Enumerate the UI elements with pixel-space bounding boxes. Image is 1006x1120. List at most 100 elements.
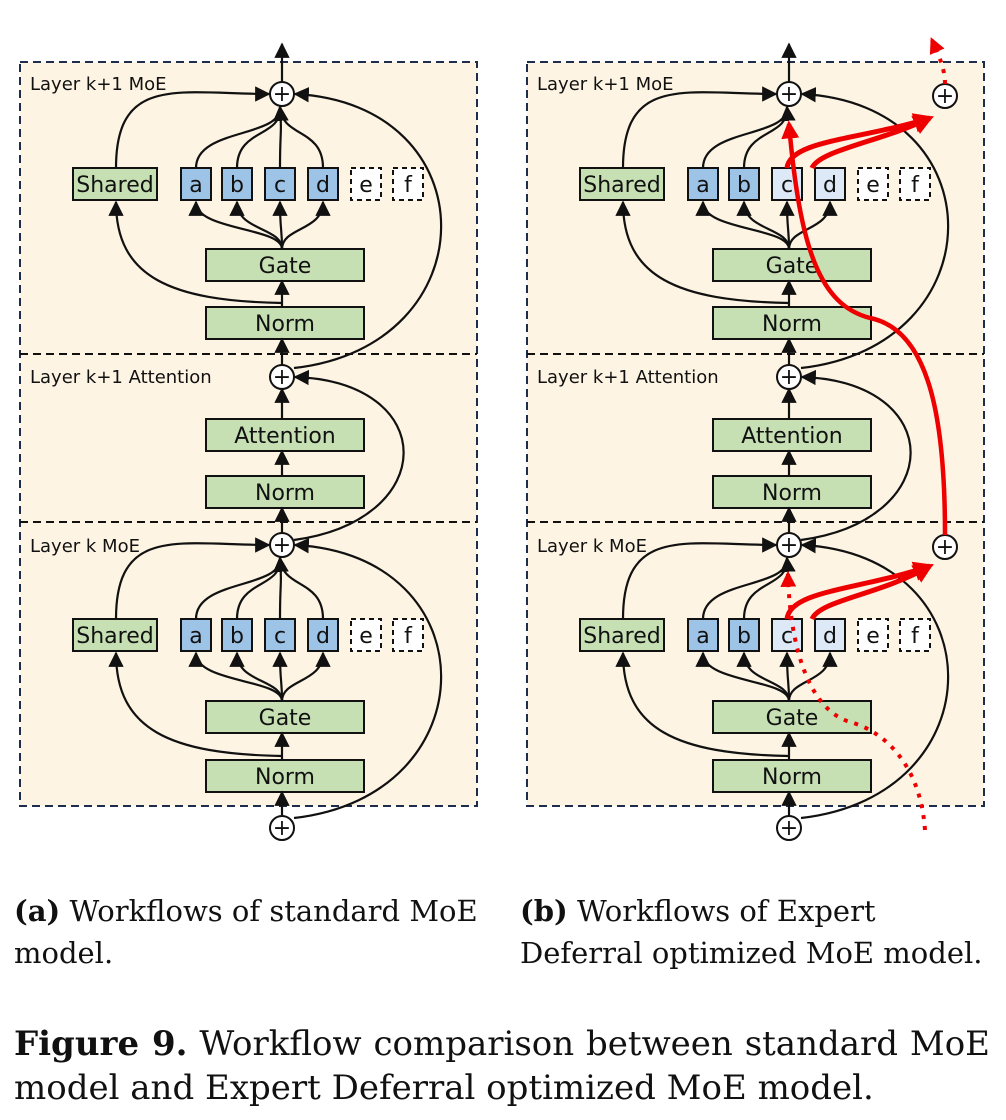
input-add-glyph: + xyxy=(273,816,291,841)
layer-title: Layer k+1 MoE xyxy=(537,74,674,95)
layer-k-moe-shared-box xyxy=(579,618,665,652)
layer-k-moe-gate-box xyxy=(205,700,365,734)
layer-k-moe-expert-d-label: d xyxy=(316,624,330,649)
layer-k-moe-expert-f-label: f xyxy=(911,624,920,649)
layer-k1-moe-norm-box xyxy=(712,306,872,340)
layer-k-moe-residual-add-glyph: + xyxy=(273,533,291,558)
layer-k-moe-expert-b-label: b xyxy=(230,624,244,649)
deferral-c-bottom xyxy=(784,561,934,620)
layer-k-moe-expert-e-label: e xyxy=(866,624,880,649)
layer-k-moe-expert-b-label: b xyxy=(737,624,751,649)
arrow-norm-shared xyxy=(615,200,790,305)
arrow-expert-add xyxy=(273,556,289,620)
panel-frame xyxy=(526,61,985,807)
layer-k1-moe-gate-label: Gate xyxy=(259,254,312,279)
deferral-carry-up xyxy=(781,120,948,536)
layer-k1-moe-expert-e-box xyxy=(857,167,889,201)
layer-k-moe-expert-a-label: a xyxy=(696,624,709,649)
subcaption-b: (b) Workflows of Expert Deferral optimiz… xyxy=(520,890,995,974)
layer-k1-moe-expert-c-label: c xyxy=(274,173,286,198)
layer-k1-moe-gate-label: Gate xyxy=(766,254,819,279)
attention-residual-add-glyph: + xyxy=(780,365,798,390)
layer-k1-moe-shared-label: Shared xyxy=(583,173,660,198)
layer-k-moe-expert-a-box xyxy=(180,618,212,652)
arrow-gate-expert xyxy=(695,651,791,702)
layer-k-moe-expert-f-box xyxy=(899,618,931,652)
layer-k1-moe-norm-box xyxy=(205,306,365,340)
layer-k1-moe-shared-label: Shared xyxy=(76,173,153,198)
layer-k1-moe-expert-d-label: d xyxy=(316,173,330,198)
arrow-gate-expert xyxy=(188,200,284,250)
layer-k-moe-expert-c-box xyxy=(771,618,803,652)
arrow-expert-add xyxy=(273,105,289,169)
layer-k-moe-gate-label: Gate xyxy=(259,706,312,731)
layer-k1-moe-norm-label: Norm xyxy=(762,312,822,337)
layer-k1-moe-expert-b-box xyxy=(221,167,253,201)
panel-frame xyxy=(19,61,478,807)
layer-k-moe-expert-c-label: c xyxy=(781,624,793,649)
layer-k-moe-shared-label: Shared xyxy=(583,624,660,649)
layer-k-moe-expert-d-box xyxy=(814,618,846,652)
layer-k-moe-norm-box xyxy=(205,759,365,793)
attention-norm-label: Norm xyxy=(255,481,315,506)
layer-k-moe-gate-box xyxy=(712,700,872,734)
layer-k-moe-expert-f-box xyxy=(392,618,424,652)
deferral-d-bottom xyxy=(809,563,934,621)
subcaption-a-text: Workflows of standard MoE model. xyxy=(14,894,478,970)
attention-label: Attention xyxy=(234,424,336,449)
layer-k1-moe-expert-d-label: d xyxy=(823,173,837,198)
layer-k-moe-gate-label: Gate xyxy=(766,706,819,731)
attention-residual-add-glyph: + xyxy=(273,365,291,390)
figure-caption-text: Workflow comparison between standard MoE… xyxy=(14,1024,990,1108)
arrow-gate-expert xyxy=(229,200,284,250)
arrow-norm-shared xyxy=(108,651,283,758)
layer-k1-moe-expert-d-box xyxy=(814,167,846,201)
arrow-norm-shared xyxy=(108,200,283,305)
arrow-gate-expert xyxy=(188,651,284,702)
attention-norm-box xyxy=(712,475,872,509)
subcaption-b-text: Workflows of Expert Deferral optimized M… xyxy=(520,894,983,970)
layer-k-moe-norm-label: Norm xyxy=(762,765,822,790)
layer-k1-moe-residual-add-glyph: + xyxy=(273,82,291,107)
layer-title: Layer k+1 Attention xyxy=(30,367,212,388)
layer-k-moe-expert-f-label: f xyxy=(404,624,413,649)
arrow-residual-skip xyxy=(800,538,950,820)
arrow-residual-skip xyxy=(293,87,443,370)
deferred-add-top-glyph: + xyxy=(936,84,954,109)
layer-k1-moe-expert-a-box xyxy=(180,167,212,201)
layer-k1-moe-expert-e-label: e xyxy=(359,173,373,198)
arrow-attention-skip xyxy=(293,369,405,542)
layer-k1-moe-expert-c-box xyxy=(264,167,296,201)
deferral-paths: ++ xyxy=(780,37,958,831)
arrow-residual-skip xyxy=(800,87,950,370)
arrow-expert-add xyxy=(273,556,325,620)
layer-k1-moe-expert-d-box xyxy=(307,167,339,201)
arrow-gate-expert xyxy=(280,200,331,250)
layer-k-moe-expert-e-box xyxy=(857,618,889,652)
subcaption-a: (a) Workflows of standard MoE model. xyxy=(14,890,484,974)
arrow-shared-add xyxy=(114,86,271,169)
arrow-gate-expert xyxy=(736,200,791,250)
arrow-attention-skip xyxy=(800,369,912,542)
deferral-dotted-input xyxy=(780,570,927,831)
layer-k1-moe-expert-b-label: b xyxy=(230,173,244,198)
deferred-add-bottom-glyph: + xyxy=(936,535,954,560)
layer-k1-moe-expert-f-label: f xyxy=(911,173,920,198)
arrow-shared-add xyxy=(621,86,778,169)
layer-k-moe-norm-label: Norm xyxy=(255,765,315,790)
figure-caption: Figure 9. Workflow comparison between st… xyxy=(14,1022,990,1110)
layer-k-moe-expert-e-box xyxy=(350,618,382,652)
layer-title: Layer k MoE xyxy=(537,536,647,557)
figure-caption-label: Figure 9. xyxy=(14,1024,188,1064)
layer-k1-moe-expert-a-label: a xyxy=(696,173,709,198)
attention-box xyxy=(712,418,872,452)
arrow-gate-expert xyxy=(736,651,791,702)
layer-k1-moe-expert-f-label: f xyxy=(404,173,413,198)
arrow-expert-add xyxy=(273,105,325,169)
arrow-gate-expert xyxy=(229,651,284,702)
subcaption-b-label: (b) xyxy=(520,894,568,928)
layer-k1-moe-expert-a-label: a xyxy=(189,173,202,198)
layer-k1-moe-residual-add-glyph: + xyxy=(780,82,798,107)
